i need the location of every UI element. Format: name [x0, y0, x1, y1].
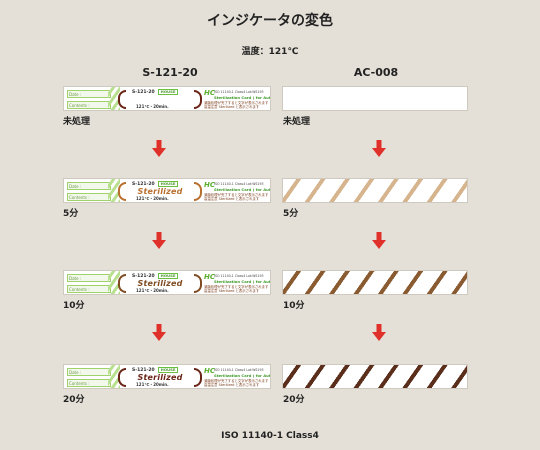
right-bracket-icon: [194, 368, 202, 387]
card-hatch-decoration: [108, 179, 120, 202]
card-code-badge: HOUSE: [157, 89, 179, 95]
card-info-line1: ISO 11140-1 Class4 Lot:WS193: [214, 182, 264, 186]
left-bracket-icon: [118, 182, 126, 201]
card-code-text: S-121-20: [132, 182, 155, 187]
card-info-line3: 滅菌処理が完了すると文字が表示されます: [204, 379, 269, 383]
temperature-label: 温度：121℃: [241, 47, 299, 57]
card-hatch-decoration: [108, 87, 120, 110]
stage-label-s121: 5分: [63, 209, 79, 219]
card-info-line3: 滅菌処理が完了すると文字が表示されます: [204, 193, 269, 197]
brand-logo: HC: [204, 273, 215, 281]
indicator-strip-ac008-stage-0: [282, 86, 468, 111]
card-code-text: S-121-20: [132, 274, 155, 279]
card-info-line1: ISO 11140-1 Class4 Lot:WS193: [214, 90, 264, 94]
stage-label-ac008: 20分: [283, 395, 305, 405]
sterilized-word: Sterilized: [137, 279, 183, 288]
card-info-line4: 高温注意 Sterilized と表示されます: [204, 383, 260, 387]
card-date-field: Date :: [67, 90, 111, 98]
stage-label-ac008: 10分: [283, 301, 305, 311]
indicator-strip-ac008-stage-2: [282, 270, 468, 295]
down-arrow-icon: [372, 324, 386, 342]
sterilized-word: [130, 95, 190, 104]
card-contents-field: Contents :: [67, 285, 111, 293]
brand-logo: HC: [204, 181, 215, 189]
down-arrow-icon: [152, 232, 166, 250]
card-info-line2: Sterilization Card ( for Autoclave ): [214, 373, 271, 378]
card-hatch-decoration: [108, 271, 120, 294]
indicator-strip-ac008-stage-1: [282, 178, 468, 203]
brand-logo: HC: [204, 89, 215, 97]
card-info-line4: 高温注意 Sterilized と表示されます: [204, 197, 260, 201]
card-code-text: S-121-20: [132, 368, 155, 373]
stage-label-s121: 未処理: [63, 117, 91, 127]
left-bracket-icon: [118, 90, 126, 109]
card-code-badge: HOUSE: [157, 367, 179, 373]
card-date-field: Date :: [67, 182, 111, 190]
card-date-field: Date :: [67, 368, 111, 376]
left-bracket-icon: [118, 274, 126, 293]
card-info-line1: ISO 11140-1 Class4 Lot:WS193: [214, 368, 264, 372]
card-hatch-decoration: [108, 365, 120, 388]
card-temp-time: 121℃・20min.: [136, 104, 169, 109]
stage-label-ac008: 5分: [283, 209, 299, 219]
left-bracket-icon: [118, 368, 126, 387]
brand-logo: HC: [204, 367, 215, 375]
card-info-line4: 高温注意 Sterilized と表示されます: [204, 105, 260, 109]
column-header-s121: S-121-20: [142, 66, 198, 79]
card-info-line2: Sterilization Card ( for Autoclave ): [214, 187, 271, 192]
stage-label-s121: 10分: [63, 301, 85, 311]
card-temp-time: 121℃・20min.: [136, 196, 169, 201]
sterilized-word: Sterilized: [137, 373, 183, 382]
card-contents-field: Contents :: [67, 379, 111, 387]
card-code-badge: HOUSE: [157, 181, 179, 187]
page-title: インジケータの変色: [207, 13, 333, 29]
card-info-line3: 滅菌処理が完了すると文字が表示されます: [204, 285, 269, 289]
stage-label-s121: 20分: [63, 395, 85, 405]
down-arrow-icon: [152, 324, 166, 342]
down-arrow-icon: [372, 140, 386, 158]
right-bracket-icon: [194, 274, 202, 293]
card-info-line1: ISO 11140-1 Class4 Lot:WS193: [214, 274, 264, 278]
card-contents-field: Contents :: [67, 101, 111, 109]
right-bracket-icon: [194, 90, 202, 109]
card-tab: Date : Contents :: [65, 181, 117, 202]
card-info-line4: 高温注意 Sterilized と表示されます: [204, 289, 260, 293]
down-arrow-icon: [152, 140, 166, 158]
card-temp-time: 121℃・20min.: [136, 382, 169, 387]
down-arrow-icon: [372, 232, 386, 250]
card-code-text: S-121-20: [132, 90, 155, 95]
indicator-strip-ac008-stage-3: [282, 364, 468, 389]
stage-label-ac008: 未処理: [283, 117, 311, 127]
card-code-badge: HOUSE: [157, 273, 179, 279]
card-date-field: Date :: [67, 274, 111, 282]
footer-standard: ISO 11140-1 Class4: [221, 431, 319, 441]
card-info-line3: 滅菌処理が完了すると文字が表示されます: [204, 101, 269, 105]
card-info-line2: Sterilization Card ( for Autoclave ): [214, 279, 271, 284]
card-temp-time: 121℃・20min.: [136, 288, 169, 293]
card-contents-field: Contents :: [67, 193, 111, 201]
sterilized-word: Sterilized: [137, 187, 183, 196]
column-header-ac008: AC-008: [353, 66, 399, 79]
right-bracket-icon: [194, 182, 202, 201]
card-info-line2: Sterilization Card ( for Autoclave ): [214, 95, 271, 100]
